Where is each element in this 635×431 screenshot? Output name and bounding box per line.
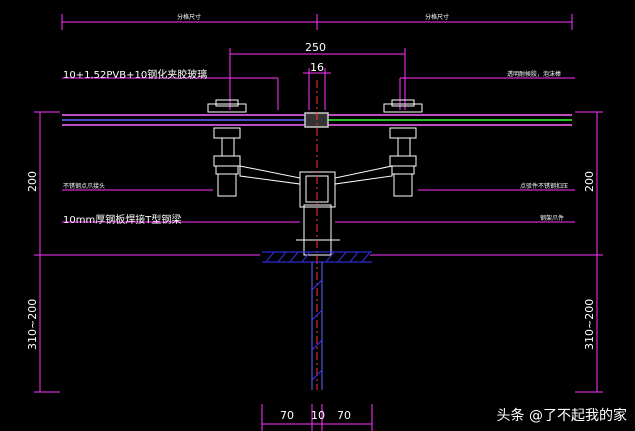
- right-note-1: 透明耐候胶，泡沫棒: [507, 71, 562, 78]
- gap-width-label: 16: [310, 61, 324, 74]
- left-dim-upper: 200: [26, 171, 39, 192]
- watermark: 头条 @了不起我的家: [496, 408, 627, 424]
- top-right-span-label: 分格尺寸: [425, 14, 450, 21]
- bottom-dim-2: 10: [311, 409, 325, 422]
- glass-spec-label: 10+1.52PVB+10钢化夹胶玻璃: [63, 70, 208, 81]
- right-spider-fitting: [334, 99, 423, 197]
- left-dim-lower: 310~200: [26, 298, 39, 350]
- bottom-dimension: [261, 404, 373, 431]
- left-vertical-dimension: [34, 111, 260, 393]
- right-dim-lower: 310~200: [583, 298, 596, 350]
- right-note-3: 钢架爪件: [540, 215, 565, 222]
- support-plate: [262, 251, 372, 390]
- center-width-label: 250: [305, 41, 326, 54]
- right-vertical-dimension: [370, 111, 603, 393]
- left-note-2: 10mm厚钢板焊接T型钢梁: [63, 215, 182, 226]
- bottom-dim-1: 70: [280, 409, 294, 422]
- glass-panels: [62, 112, 572, 128]
- t-steel-beam: [296, 171, 340, 256]
- top-dimension: [61, 14, 573, 30]
- bottom-dim-3: 70: [337, 409, 351, 422]
- right-dim-upper: 200: [583, 171, 596, 192]
- top-left-span-label: 分格尺寸: [177, 14, 202, 21]
- center-dimension: [229, 48, 406, 110]
- right-note-2: 点驳件不锈钢扣压: [520, 183, 569, 190]
- left-note-1: 不锈钢点爪接头: [63, 183, 106, 190]
- leader-lines: [62, 77, 575, 223]
